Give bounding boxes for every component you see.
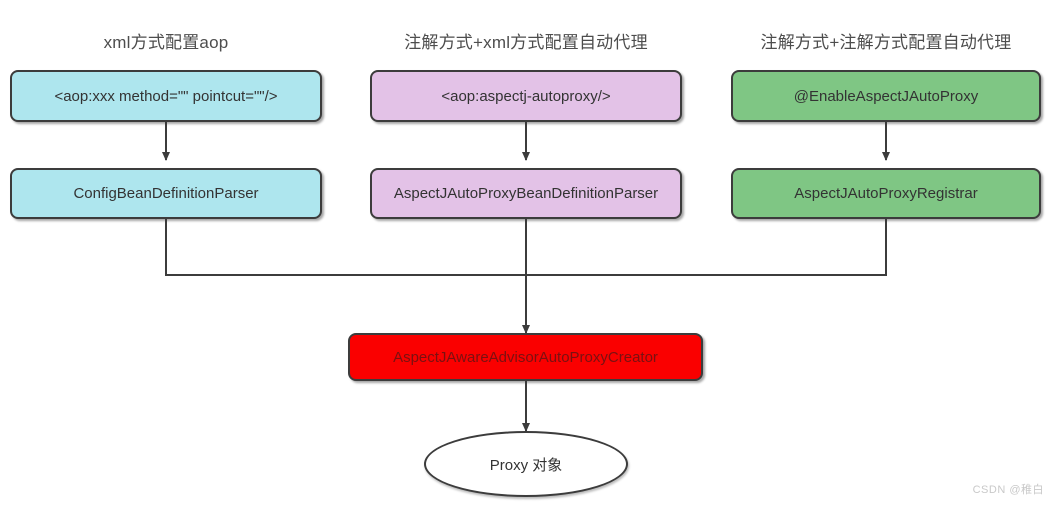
edge-registrar-to-creator [526, 219, 887, 276]
node-config-entry-autoproxy[interactable]: <aop:aspectj-autoproxy/> [370, 70, 682, 122]
edge-config-parser-to-creator [165, 219, 526, 276]
node-parser-config-bean[interactable]: ConfigBeanDefinitionParser [10, 168, 322, 219]
csdn-watermark: CSDN @稚白 [972, 484, 1044, 496]
column-title-xml: xml方式配置aop [103, 33, 229, 52]
node-config-entry-annotation[interactable]: @EnableAspectJAutoProxy [731, 70, 1041, 122]
column-title-annotation: 注解方式+注解方式配置自动代理 [760, 33, 1012, 52]
node-config-entry-xml[interactable]: <aop:xxx method="" pointcut=""/> [10, 70, 322, 122]
node-proxy-object[interactable]: Proxy 对象 [424, 431, 628, 497]
node-creator-aspectj-aware[interactable]: AspectJAwareAdvisorAutoProxyCreator [348, 333, 703, 381]
node-registrar-aspectj[interactable]: AspectJAutoProxyRegistrar [731, 168, 1041, 219]
column-title-autoproxy: 注解方式+xml方式配置自动代理 [404, 33, 648, 52]
node-parser-aspectj-autoproxy[interactable]: AspectJAutoProxyBeanDefinitionParser [370, 168, 682, 219]
